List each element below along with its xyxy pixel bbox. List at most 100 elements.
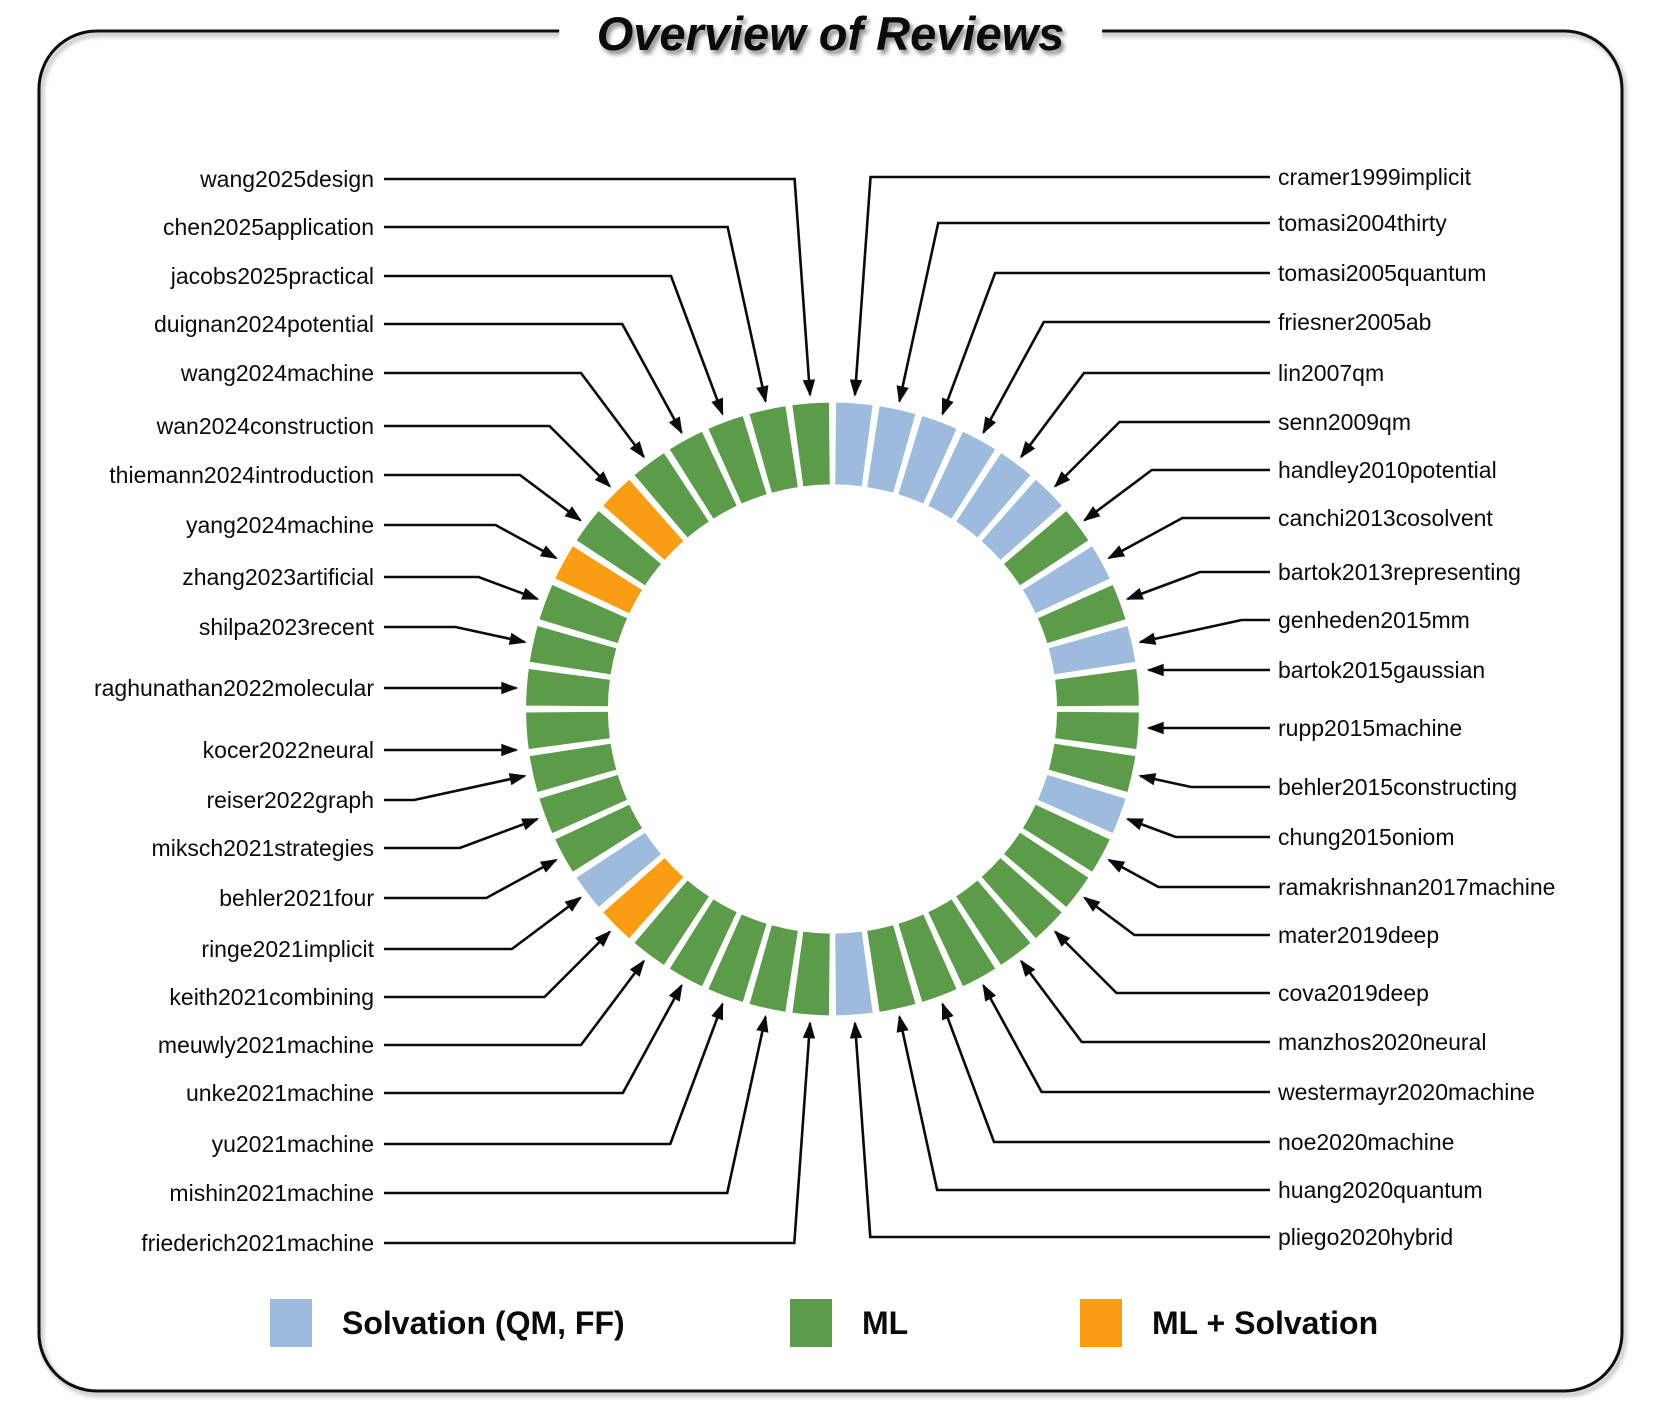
- ring-segment-keith2021combining: [601, 856, 686, 940]
- ring-label-manzhos2020neural: manzhos2020neural: [1278, 1029, 1486, 1055]
- page-title: Overview of Reviews: [558, 6, 1103, 61]
- ring-label-behler2015constructing: behler2015constructing: [1278, 774, 1517, 800]
- ring-label-raghunathan2022molecular: raghunathan2022molecular: [94, 675, 374, 701]
- ring-label-chung2015oniom: chung2015oniom: [1278, 824, 1454, 850]
- ring-label-zhang2023artificial: zhang2023artificial: [182, 564, 374, 590]
- leader-arrowhead-tomasi2004thirty: [896, 385, 909, 404]
- ring-segment-chung2015oniom: [1036, 773, 1127, 835]
- leader-arrowhead-wang2025design: [802, 379, 816, 397]
- legend-label-solvation: Solvation (QM, FF): [342, 1304, 625, 1341]
- ring-label-noe2020machine: noe2020machine: [1278, 1129, 1454, 1155]
- ring-segment-meuwly2021machine: [632, 878, 711, 967]
- leader-arrowhead-duignan2024potential: [668, 416, 683, 435]
- ring-segment-ringe2021implicit: [575, 831, 663, 909]
- ring-segment-raghunathan2022molecular: [524, 667, 612, 708]
- ring-label-genheden2015mm: genheden2015mm: [1278, 607, 1470, 633]
- ring-segment-manzhos2020neural: [954, 878, 1033, 967]
- ring-segment-mishin2021machine: [748, 923, 800, 1014]
- leader-line-mishin2021machine: [384, 1016, 767, 1195]
- ring-label-jacobs2025practical: jacobs2025practical: [170, 263, 374, 289]
- ring-label-bartok2015gaussian: bartok2015gaussian: [1278, 657, 1485, 683]
- leader-line-unke2021machine: [384, 984, 683, 1095]
- ring-label-behler2021four: behler2021four: [219, 885, 374, 911]
- ring-label-thiemann2024introduction: thiemann2024introduction: [109, 462, 374, 488]
- leader-arrowhead-zhang2023artificial: [521, 587, 540, 600]
- leader-line-friederich2021machine: [384, 1023, 812, 1245]
- leader-arrowhead-thiemann2024introduction: [564, 506, 582, 522]
- ring-label-keith2021combining: keith2021combining: [169, 984, 374, 1010]
- legend-swatch-ml-solvation: [1080, 1299, 1122, 1347]
- ring-segment-wang2025design: [791, 401, 831, 488]
- leader-line-wan2024construction: [384, 424, 611, 488]
- leader-arrowhead-unke2021machine: [668, 983, 683, 1002]
- ring-label-bartok2013representing: bartok2013representing: [1278, 559, 1521, 585]
- leader-arrowhead-noe2020machine: [941, 1002, 954, 1021]
- ring-segment-duignan2024potential: [668, 430, 739, 521]
- ring-label-miksch2021strategies: miksch2021strategies: [152, 835, 374, 861]
- leader-arrowhead-jacobs2025practical: [711, 397, 724, 416]
- ring-segment-pliego2020hybrid: [834, 930, 874, 1017]
- leader-arrowhead-pliego2020hybrid: [849, 1021, 863, 1039]
- ring-label-handley2010potential: handley2010potential: [1278, 457, 1497, 483]
- leader-arrowhead-ringe2021implicit: [564, 896, 582, 912]
- leader-arrowhead-canchi2013cosolvent: [1107, 545, 1126, 559]
- ring-segment-behler2021four: [553, 803, 644, 874]
- leader-arrowhead-bartok2013representing: [1125, 587, 1144, 600]
- ring-segment-yang2024machine: [553, 544, 644, 615]
- ring-label-chen2025application: chen2025application: [163, 214, 374, 240]
- leader-line-chung2015oniom: [1127, 817, 1270, 839]
- ring-segment-unke2021machine: [668, 897, 739, 988]
- ring-segment-cova2019deep: [979, 856, 1064, 940]
- ring-label-lin2007qm: lin2007qm: [1278, 360, 1384, 386]
- leader-line-friesner2005ab: [982, 320, 1270, 434]
- leader-line-wang2024machine: [384, 371, 645, 458]
- leader-arrowhead-behler2021four: [539, 859, 558, 873]
- leader-arrowhead-wang2024machine: [629, 441, 645, 459]
- leader-arrowhead-mishin2021machine: [756, 1014, 769, 1033]
- leader-line-ringe2021implicit: [384, 896, 582, 951]
- ring-segment-handley2010potential: [1002, 509, 1090, 587]
- leader-line-manzhos2020neural: [1020, 960, 1270, 1044]
- ring-segment-chen2025application: [748, 404, 800, 495]
- ring-segment-friederich2021machine: [791, 930, 831, 1017]
- leader-line-zhang2023artificial: [384, 575, 538, 601]
- ring-label-cova2019deep: cova2019deep: [1278, 980, 1429, 1006]
- leader-line-thiemann2024introduction: [384, 473, 582, 522]
- legend-item-solvation: Solvation (QM, FF): [270, 1298, 625, 1348]
- ring-segment-mater2019deep: [1002, 831, 1090, 909]
- ring-segment-jacobs2025practical: [706, 414, 769, 506]
- leader-line-duignan2024potential: [384, 322, 683, 434]
- leader-arrowhead-lin2007qm: [1020, 441, 1036, 459]
- ring-label-mater2019deep: mater2019deep: [1278, 922, 1439, 948]
- leader-line-wang2025design: [384, 177, 812, 395]
- leader-line-westermayr2020machine: [982, 984, 1270, 1094]
- leader-arrowhead-shilpa2023recent: [508, 632, 527, 645]
- legend: Solvation (QM, FF) ML ML + Solvation: [0, 1298, 1661, 1358]
- leader-line-tomasi2004thirty: [898, 221, 1270, 402]
- ring-segment-shilpa2023recent: [528, 624, 618, 676]
- leader-arrowhead-wan2024construction: [594, 471, 612, 488]
- ring-segment-tomasi2004thirty: [865, 404, 917, 495]
- leader-arrowhead-chung2015oniom: [1125, 818, 1144, 831]
- leader-line-reiser2022graph: [384, 774, 525, 802]
- leader-line-genheden2015mm: [1140, 618, 1270, 644]
- leader-arrows: [384, 175, 1270, 1245]
- leader-arrowhead-genheden2015mm: [1138, 632, 1157, 645]
- leader-line-lin2007qm: [1020, 371, 1270, 458]
- ring-label-kocer2022neural: kocer2022neural: [203, 737, 374, 763]
- legend-label-ml-solvation: ML + Solvation: [1152, 1304, 1379, 1341]
- leader-line-huang2020quantum: [898, 1016, 1270, 1192]
- legend-swatch-ml: [790, 1299, 832, 1347]
- ring-label-duignan2024potential: duignan2024potential: [154, 311, 374, 337]
- ring-segment-canchi2013cosolvent: [1021, 544, 1112, 615]
- leader-arrowhead-mater2019deep: [1083, 896, 1101, 912]
- leader-arrowhead-friesner2005ab: [982, 416, 997, 435]
- ring-segment-tomasi2005quantum: [896, 414, 959, 506]
- ring-segment-cramer1999implicit: [834, 401, 874, 488]
- leader-line-chen2025application: [384, 225, 767, 402]
- ring-label-tomasi2004thirty: tomasi2004thirty: [1278, 210, 1447, 236]
- ring-label-wan2024construction: wan2024construction: [156, 413, 374, 439]
- ring-segment-huang2020quantum: [865, 923, 917, 1014]
- ring-label-yu2021machine: yu2021machine: [212, 1131, 374, 1157]
